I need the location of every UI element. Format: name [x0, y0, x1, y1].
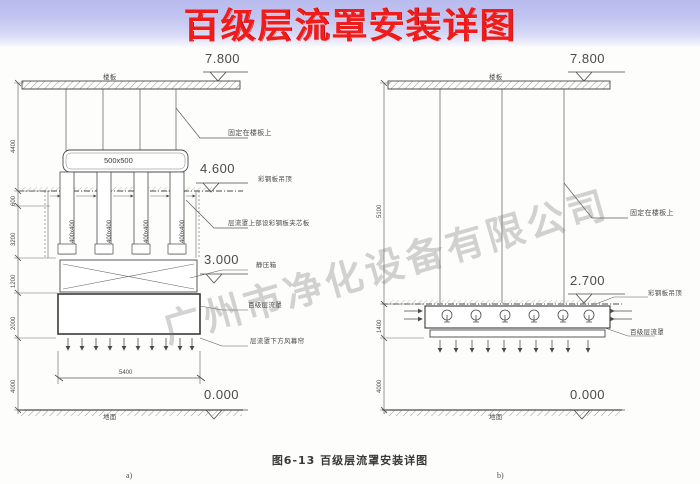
right-elevation-7800: 7.800: [570, 51, 606, 66]
right-annotation-ceiling: 彩钢板吊顶: [648, 289, 682, 297]
drawing-sheet: 广州市净化设备有限公司 7.800 4.600 3.000 0.000 楼板 地…: [0, 48, 700, 484]
left-elevation-4600: 4.600: [200, 161, 236, 176]
right-annotation-hood: 百级层流罩: [630, 328, 664, 336]
subfigure-label-b: b): [497, 471, 504, 480]
technical-drawing-svg: [14, 71, 655, 420]
subfigure-label-a: a): [126, 471, 133, 480]
left-bottom-dimension: 5400: [119, 370, 133, 376]
right-floor-label: 地面: [489, 413, 503, 421]
right-elevation-0000: 0.000: [570, 387, 606, 402]
left-vdim-2: 600: [11, 195, 17, 206]
left-annotation-air-curtain: 层流罩下方风幕帘: [250, 337, 305, 345]
left-duct-size-4: 400x400: [180, 219, 186, 243]
left-annotation-sandwich-panel: 层流罩上部设彩钢板夹芯板: [228, 219, 310, 227]
left-vdim-6: 4000: [11, 379, 17, 393]
left-vdim-3: 3200: [11, 232, 17, 246]
left-vdim-5: 2000: [11, 316, 17, 330]
figure-caption: 图6-13 百级层流罩安装详图: [271, 454, 429, 467]
right-annotation-fixed-to-slab: 固定在楼板上: [630, 209, 674, 217]
left-duct-size-1: 400x400: [70, 219, 76, 243]
left-elevation-3000: 3.000: [204, 252, 240, 267]
left-slab-label: 楼板: [103, 73, 117, 81]
left-annotation-hood: 百级层流罩: [248, 301, 282, 309]
left-duct-size-3: 400x400: [144, 219, 150, 243]
left-vdim-4: 1200: [11, 274, 17, 288]
left-annotation-plenum: 静压箱: [256, 261, 277, 269]
page-title: 百级层流罩安装详图: [183, 6, 517, 47]
left-elevation-0000: 0.000: [204, 387, 240, 402]
left-elevation-7800: 7.800: [205, 51, 241, 66]
left-duct-size-2: 400x400: [107, 219, 113, 243]
left-annotation-fixed-to-slab: 固定在楼板上: [228, 129, 272, 137]
left-annotation-ceiling: 彩钢板吊顶: [258, 175, 292, 183]
right-elevation-2700: 2.700: [570, 273, 606, 288]
right-slab-label: 楼板: [489, 73, 503, 81]
left-vdim-1: 4400: [11, 139, 17, 153]
left-floor-label: 地面: [103, 413, 117, 421]
header-banner: 百级层流罩安装详图: [0, 0, 700, 48]
left-plenum-box-size: 500x500: [104, 156, 133, 165]
right-vdim-1: 5100: [377, 204, 383, 218]
right-vdim-3: 4000: [377, 379, 383, 393]
right-vdim-2: 1400: [377, 319, 383, 333]
